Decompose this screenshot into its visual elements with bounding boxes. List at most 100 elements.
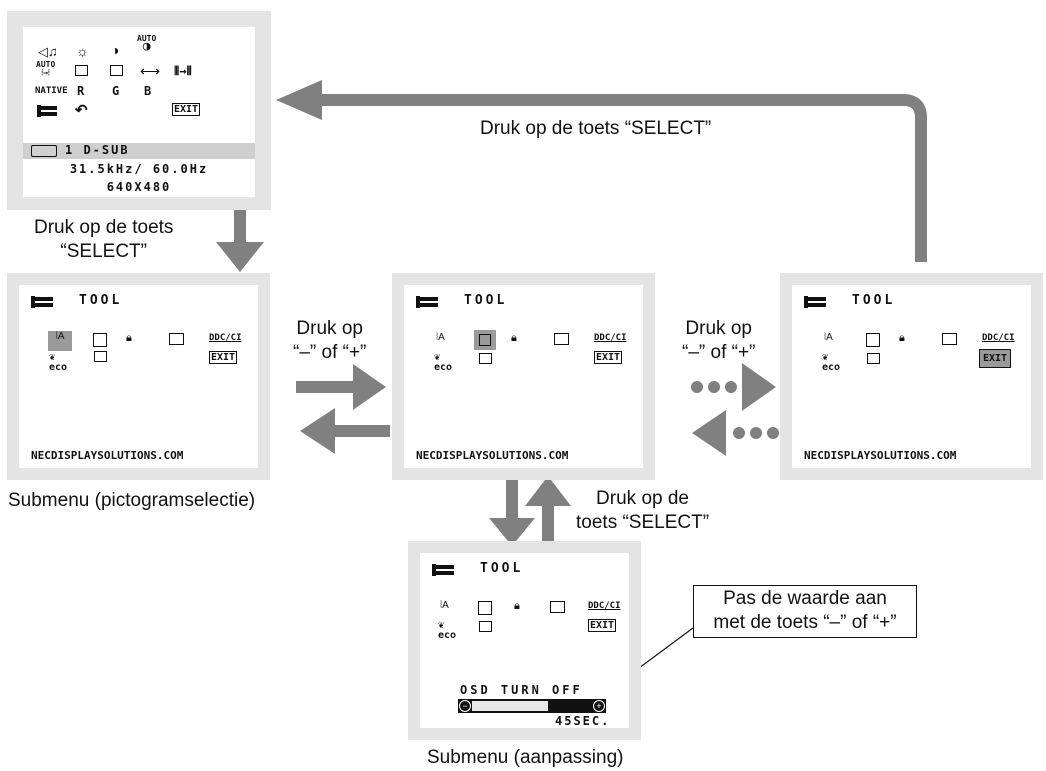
reset-icon[interactable]: ↶ — [75, 102, 88, 119]
website-text: NECDISPLAYSOLUTIONS.COM — [804, 449, 957, 462]
left-arrow-head — [300, 408, 335, 454]
adjust-callout-box: Pas de waarde aan met de toets “–” of “+… — [693, 585, 917, 638]
osd-slider-empty — [472, 701, 548, 711]
language-icon[interactable]: ⦚A — [436, 332, 445, 343]
contrast-icon[interactable]: ◑ — [111, 42, 120, 58]
auto-contrast-icon[interactable]: AUTO◑ — [137, 34, 157, 54]
h-size-icon[interactable]: ⟷ — [140, 63, 161, 79]
exit-label[interactable]: EXIT — [209, 351, 238, 364]
tool-title: TOOL — [79, 293, 123, 308]
osd-timer-icon[interactable] — [93, 333, 107, 347]
volume-icon[interactable]: ◁♫ — [38, 44, 58, 59]
ddc-label[interactable]: DDC/CI — [588, 601, 621, 611]
eco-icon[interactable]: ❦eco — [434, 352, 453, 373]
osd-timer-icon[interactable] — [866, 333, 880, 347]
exit-label-selected[interactable]: EXIT — [979, 349, 1012, 368]
g-label[interactable]: G — [112, 84, 120, 98]
exit-label[interactable]: EXIT — [594, 351, 623, 364]
info-icon[interactable] — [479, 353, 492, 364]
fine-icon[interactable]: ⦀→⦀ — [174, 64, 192, 78]
press-minus-plus-2-line2: “–” of “+” — [682, 342, 756, 363]
window-icon[interactable] — [169, 333, 184, 345]
tool-screen-adjust: TOOL ⦚A 🔒︎ DDC/CI ❦eco EXIT OSD TURN OFF… — [408, 541, 641, 740]
press-select-bottom-line2: toets “SELECT” — [576, 512, 710, 533]
info-icon[interactable] — [94, 351, 107, 362]
press-minus-plus-label-2: Druk op “–” of “+” — [682, 317, 755, 365]
language-icon[interactable]: ⦚A — [440, 600, 449, 611]
tool-title: TOOL — [480, 561, 524, 576]
eco-label: eco — [49, 362, 68, 373]
down-arrow-2-shaft — [506, 475, 518, 525]
tool-screen-icon-select-2: TOOL ⦚A 🔒︎ DDC/CI ❦eco EXIT NECDISPLAYSO… — [392, 273, 655, 480]
submenu-adjust-caption: Submenu (aanpassing) — [427, 747, 624, 768]
main-menu-screen: ◁♫ ☼ ◑ AUTO◑ AUTO⦙→⦙ ⟷ ⦀→⦀ NATIVE R G B … — [23, 27, 255, 143]
brightness-icon[interactable]: ☼ — [76, 43, 89, 59]
language-icon[interactable]: ⦚A — [824, 332, 833, 343]
right-arrow-shaft — [296, 381, 358, 393]
osd-timer-icon[interactable] — [474, 330, 496, 350]
ddc-label[interactable]: DDC/CI — [982, 333, 1015, 343]
press-select-left-line1: Druk op de toets — [34, 217, 174, 238]
info-icon[interactable] — [867, 353, 880, 364]
native-label[interactable]: NATIVE — [35, 86, 68, 96]
tool-screen-adjust-inner: TOOL ⦚A 🔒︎ DDC/CI ❦eco EXIT OSD TURN OFF… — [420, 553, 629, 728]
ddc-label[interactable]: DDC/CI — [209, 333, 242, 343]
up-down-icon[interactable] — [110, 65, 123, 76]
eco-icon[interactable]: ❦eco — [822, 352, 841, 373]
tool-icon[interactable] — [37, 105, 59, 117]
adjust-callout-line2: met de toets “–” of “+” — [713, 612, 897, 633]
osd-lock-icon[interactable]: 🔒︎ — [899, 332, 905, 344]
return-arrowhead — [276, 80, 322, 120]
osd-timer-icon[interactable] — [478, 601, 492, 615]
press-select-bottom-line1: Druk op de — [596, 488, 689, 509]
b-label[interactable]: B — [144, 84, 152, 98]
window-icon[interactable] — [942, 333, 957, 345]
adjust-callout-line1: Pas de waarde aan — [723, 588, 887, 609]
osd-lock-icon[interactable]: 🔒︎ — [511, 332, 517, 344]
press-select-left-line2: “SELECT” — [60, 241, 147, 262]
dotted-right-arrow — [691, 363, 776, 411]
press-minus-plus-1-line2: “–” of “+” — [293, 342, 367, 363]
eco-label: eco — [438, 630, 457, 641]
input-bar: 1 D-SUB — [23, 143, 255, 159]
tool-title: TOOL — [464, 293, 508, 308]
left-right-icon[interactable] — [75, 65, 88, 76]
tool-icon — [804, 296, 826, 308]
language-icon[interactable]: ⦚A — [48, 331, 72, 351]
osd-lock-icon[interactable]: 🔒︎ — [514, 600, 520, 612]
minus-icon[interactable]: − — [459, 700, 471, 712]
eco-icon[interactable]: ❦eco — [49, 352, 68, 373]
info-icon[interactable] — [479, 621, 492, 632]
tool-icon — [432, 564, 454, 576]
frequency-text: 31.5kHz/ 60.0Hz — [69, 162, 209, 176]
auto-adjust-icon[interactable]: AUTO⦙→⦙ — [36, 60, 56, 77]
eco-icon[interactable]: ❦eco — [438, 620, 457, 641]
tool-screen-icon-select-3: TOOL ⦚A 🔒︎ DDC/CI ❦eco EXIT NECDISPLAYSO… — [780, 273, 1043, 480]
r-label[interactable]: R — [77, 84, 85, 98]
window-icon[interactable] — [550, 601, 565, 613]
website-text: NECDISPLAYSOLUTIONS.COM — [31, 449, 184, 462]
down-arrow-1-shaft — [234, 210, 246, 244]
signal-info: 31.5kHz/ 60.0Hz 640X480 — [23, 159, 255, 197]
window-icon[interactable] — [554, 333, 569, 345]
tool-screen-2-inner: TOOL ⦚A 🔒︎ DDC/CI ❦eco EXIT NECDISPLAYSO… — [404, 285, 643, 468]
exit-label[interactable]: EXIT — [588, 619, 617, 632]
right-arrow-head — [353, 364, 386, 410]
tool-screen-1-inner: TOOL ⦚A 🔒︎ DDC/CI ❦eco EXIT NECDISPLAYSO… — [19, 285, 258, 468]
down-arrow-1-head — [216, 242, 264, 272]
tool-icon — [31, 296, 53, 308]
up-arrow-shaft — [542, 500, 554, 548]
input-label: 1 D-SUB — [65, 143, 130, 157]
eco-label: eco — [822, 362, 841, 373]
osd-value: 45SEC. — [555, 714, 611, 728]
press-minus-plus-label-1: Druk op “–” of “+” — [293, 317, 366, 365]
exit-label[interactable]: EXIT — [172, 103, 201, 116]
resolution-text: 640X480 — [106, 180, 172, 194]
osd-lock-icon[interactable]: 🔒︎ — [126, 332, 132, 344]
osd-slider[interactable]: − + — [458, 699, 606, 713]
ddc-label[interactable]: DDC/CI — [594, 333, 627, 343]
tool-title: TOOL — [852, 293, 896, 308]
plus-icon[interactable]: + — [593, 700, 605, 712]
dotted-left-arrow — [692, 410, 779, 456]
